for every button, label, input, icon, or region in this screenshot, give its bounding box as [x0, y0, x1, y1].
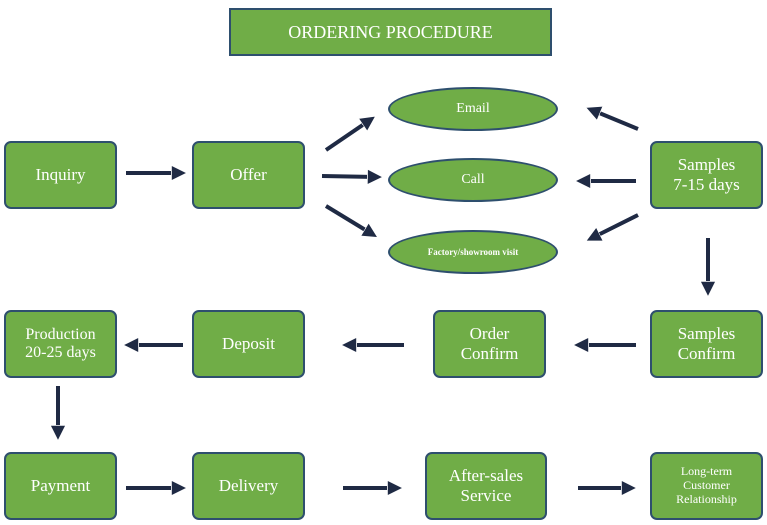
- node-production: Production 20-25 days: [4, 310, 117, 378]
- node-email: Email: [388, 87, 558, 131]
- node-samples-confirm: Samples Confirm: [650, 310, 763, 378]
- node-payment: Payment: [4, 452, 117, 520]
- arrow-offer-factory: [324, 204, 372, 234]
- node-factory-visit: Factory/showroom visit: [388, 230, 558, 274]
- node-samples: Samples 7-15 days: [650, 141, 763, 209]
- diagram-title: ORDERING PROCEDURE: [229, 8, 552, 56]
- node-deposit: Deposit: [192, 310, 305, 378]
- arrow-samples-factory: [592, 213, 639, 238]
- arrow-samples-email: [592, 110, 639, 131]
- arrow-offer-call: [321, 176, 376, 177]
- node-delivery: Delivery: [192, 452, 305, 520]
- arrow-offer-email: [324, 120, 370, 152]
- node-offer: Offer: [192, 141, 305, 209]
- node-inquiry: Inquiry: [4, 141, 117, 209]
- node-after-sales: After-sales Service: [425, 452, 547, 520]
- node-order-confirm: Order Confirm: [433, 310, 546, 378]
- node-call: Call: [388, 158, 558, 202]
- node-long-term: Long-term Customer Relationship: [650, 452, 763, 520]
